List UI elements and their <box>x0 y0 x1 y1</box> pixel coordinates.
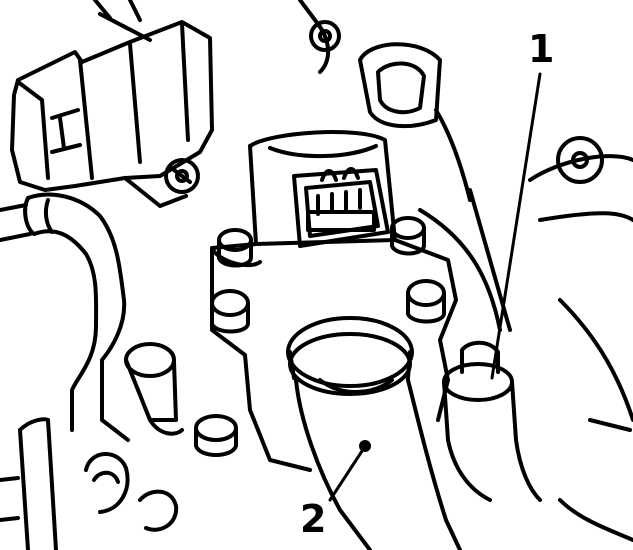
valve-housing <box>210 130 458 472</box>
callout-label-1: 1 <box>528 27 555 71</box>
bolt-lower <box>194 414 238 457</box>
bolt-left-middle <box>210 289 250 334</box>
bolt-right-middle <box>406 279 446 324</box>
top-right-connector <box>298 0 472 202</box>
sensor-connector <box>292 167 390 248</box>
leader-line-1 <box>490 72 542 380</box>
callout-label-2: 2 <box>300 497 327 541</box>
leader-line-2 <box>328 446 366 502</box>
small-hose-left <box>0 192 130 442</box>
connector-block-top-left <box>10 0 214 208</box>
pipe-nipple <box>124 342 184 436</box>
main-hose <box>286 316 462 550</box>
lower-left-parts <box>0 417 179 550</box>
leader-lines <box>328 72 542 502</box>
small-hose-right <box>442 340 542 502</box>
